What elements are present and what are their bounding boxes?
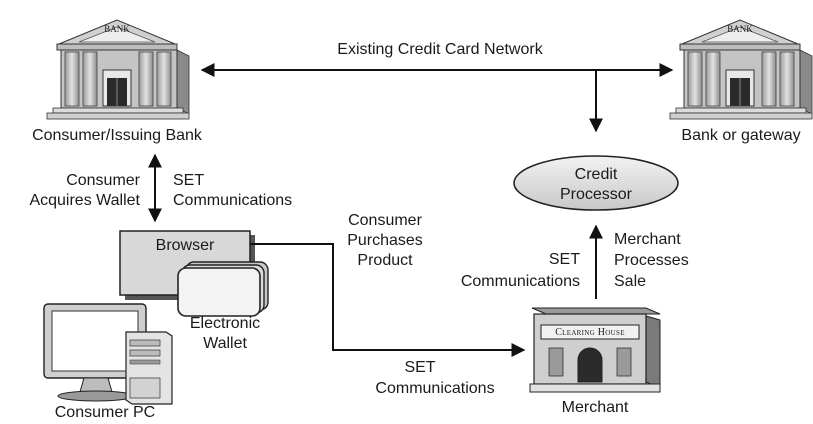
consumer-pc-label: Consumer PC bbox=[54, 404, 156, 421]
bank-set-label-2: Communications bbox=[173, 192, 293, 209]
acquires-wallet-label-1: Consumer bbox=[66, 172, 140, 189]
merchant-set-label-1: SET bbox=[548, 251, 580, 268]
gateway-bank-sign: BANK bbox=[727, 24, 753, 34]
consumer-bank-icon bbox=[46, 19, 190, 120]
merchant-set-label-2: Communications bbox=[460, 273, 580, 290]
gateway-bank-icon bbox=[669, 19, 813, 120]
bank-set-label-1: SET bbox=[173, 172, 205, 189]
processes-sale-label-2: Processes bbox=[614, 252, 689, 269]
consumer-bank-sign: BANK bbox=[104, 24, 130, 34]
acquires-wallet-label-2: Acquires Wallet bbox=[29, 192, 140, 209]
consumer-pc-icon bbox=[43, 303, 173, 405]
credit-processor-label-2: Processor bbox=[559, 186, 633, 203]
processes-sale-label-1: Merchant bbox=[614, 231, 681, 248]
merchant-sign: Clearing House bbox=[555, 327, 625, 338]
to-merchant-set-label-1: SET bbox=[404, 359, 436, 376]
credit-processor-label-1: Credit bbox=[574, 166, 618, 183]
wallet-icon bbox=[177, 261, 269, 317]
merchant-building-icon bbox=[529, 307, 661, 393]
purchase-label-1: Consumer bbox=[348, 212, 422, 229]
consumer-bank-label: Consumer/Issuing Bank bbox=[32, 127, 202, 144]
purchase-arrow bbox=[250, 243, 526, 357]
purchase-label-3: Product bbox=[357, 252, 413, 269]
to-merchant-set-label-2: Communications bbox=[375, 380, 495, 397]
network-label: Existing Credit Card Network bbox=[337, 41, 543, 58]
credit-processor-shape bbox=[513, 155, 679, 211]
gateway-bank-label: Bank or gateway bbox=[681, 127, 801, 144]
processes-sale-label-3: Sale bbox=[614, 273, 647, 290]
wallet-label-1: Electronic bbox=[189, 315, 261, 332]
merchant-label: Merchant bbox=[561, 399, 629, 416]
browser-label: Browser bbox=[155, 237, 215, 254]
wallet-label-2: Wallet bbox=[203, 335, 247, 352]
purchase-label-2: Purchases bbox=[347, 232, 423, 249]
